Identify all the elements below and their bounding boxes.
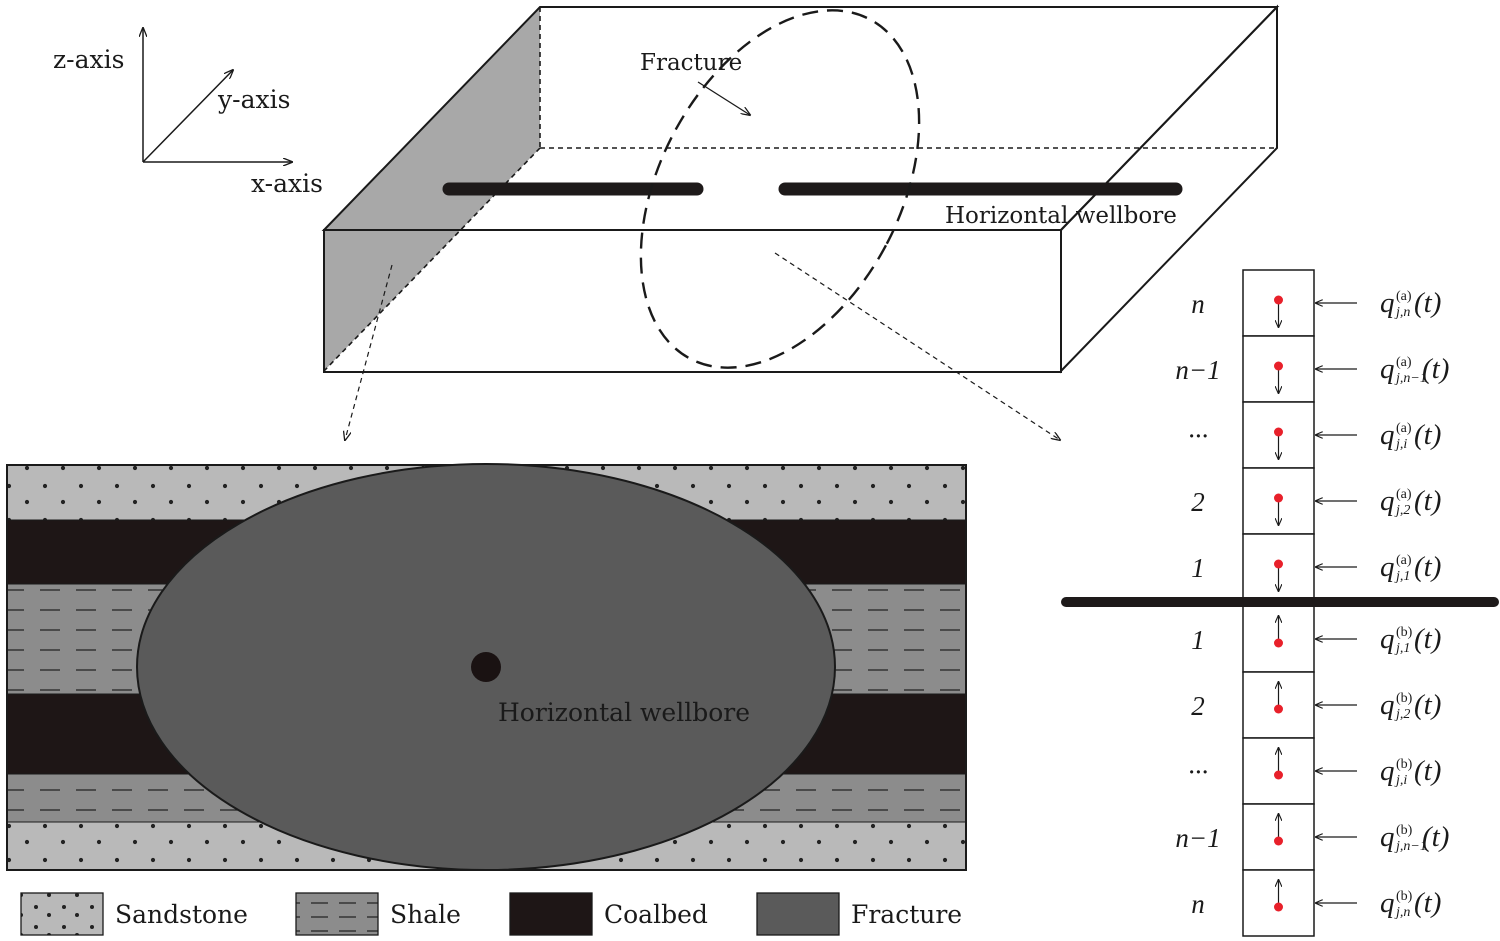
legend-label-fracture: Fracture [851,900,962,929]
flux-label: q(a)j,n−1(t) [1380,353,1449,386]
segment-cell-b-1: 1 q(b)j,1(t) [1191,605,1441,673]
segment-cell-b-2: 2 q(b)j,2(t) [1191,671,1441,739]
segment-index: ··· [1188,757,1208,787]
segment-index: 2 [1191,691,1205,721]
z-axis-label: z-axis [53,45,124,74]
flux-label: q(a)j,1(t) [1380,551,1441,584]
source-point [1274,427,1283,437]
cross-section-pointer [345,264,393,440]
segment-cell-a-1: n q(a)j,n(t) [1191,269,1441,337]
segment-index: 1 [1191,553,1205,583]
legend: Sandstone Shale Coalbed Fracture [20,892,962,936]
flux-label: q(a)j,n(t) [1380,287,1441,320]
legend-label-shale: Shale [390,900,461,929]
source-point [1274,559,1283,569]
segment-cell-a-3: ··· q(a)j,i(t) [1188,401,1441,469]
block-left-face [324,7,540,371]
segment-index: 2 [1191,487,1205,517]
flux-label: q(b)j,n−1(t) [1380,821,1449,854]
segment-index: n [1191,889,1205,919]
legend-label-sandstone: Sandstone [115,900,248,929]
legend-label-coalbed: Coalbed [604,900,708,929]
segment-cell-a-4: 2 q(a)j,2(t) [1191,467,1441,535]
source-point [1274,638,1283,648]
hidden-edge-diagonal [323,147,541,372]
segment-index: 1 [1191,625,1205,655]
y-axis-label: y-axis [217,85,290,114]
source-point [1274,493,1283,503]
flux-label: q(a)j,2(t) [1380,485,1441,518]
legend-swatch-coalbed [509,892,593,936]
legend-swatch-sandstone [20,892,104,936]
block-right-face [1060,4,1278,374]
reservoir-block: Fracture Horizontal wellbore [321,4,1280,374]
source-point [1274,704,1283,714]
segment-index: ··· [1188,421,1208,451]
source-point [1274,902,1283,912]
source-point [1274,361,1283,371]
segment-cell-a-2: n−1 q(a)j,n−1(t) [1175,335,1449,403]
wellbore-cross-section [471,652,501,682]
flux-label: q(b)j,i(t) [1380,755,1441,788]
wellbore-top-label: Horizontal wellbore [945,203,1177,229]
wellbore-cross-label: Horizontal wellbore [498,698,750,727]
segment-index: n−1 [1175,355,1220,385]
fracture-ellipse [639,9,921,369]
segment-index: n−1 [1175,823,1220,853]
segment-cell-b-4: n−1 q(b)j,n−1(t) [1175,803,1449,871]
source-point [1274,295,1283,305]
source-point [1274,836,1283,846]
fracture-pointer-arrow [697,81,750,115]
x-axis-label: x-axis [251,169,323,198]
legend-swatch-shale [295,892,379,936]
flux-label: q(b)j,n(t) [1380,887,1441,920]
legend-swatch-fracture [756,892,840,936]
source-point [1274,770,1283,780]
cross-section: Horizontal wellbore [6,463,967,871]
segment-index: n [1191,289,1205,319]
y-axis-arrow [142,70,233,163]
flux-label: q(a)j,i(t) [1380,419,1441,452]
flux-label: q(b)j,1(t) [1380,623,1441,656]
fracture-segments: n q(a)j,n(t) n−1 q(a)j,n−1(t) ··· q(a)j,i(t) 2… [1061,269,1499,937]
segment-cell-a-5: 1 q(a)j,1(t) [1191,533,1441,601]
segments-pointer [774,252,1060,440]
segment-cell-b-5: n q(b)j,n(t) [1191,869,1441,937]
segment-cell-b-3: ··· q(b)j,i(t) [1188,737,1441,805]
coordinate-axes: z-axis y-axis x-axis [53,28,323,198]
fracture-label: Fracture [640,50,742,76]
flux-label: q(b)j,2(t) [1380,689,1441,722]
